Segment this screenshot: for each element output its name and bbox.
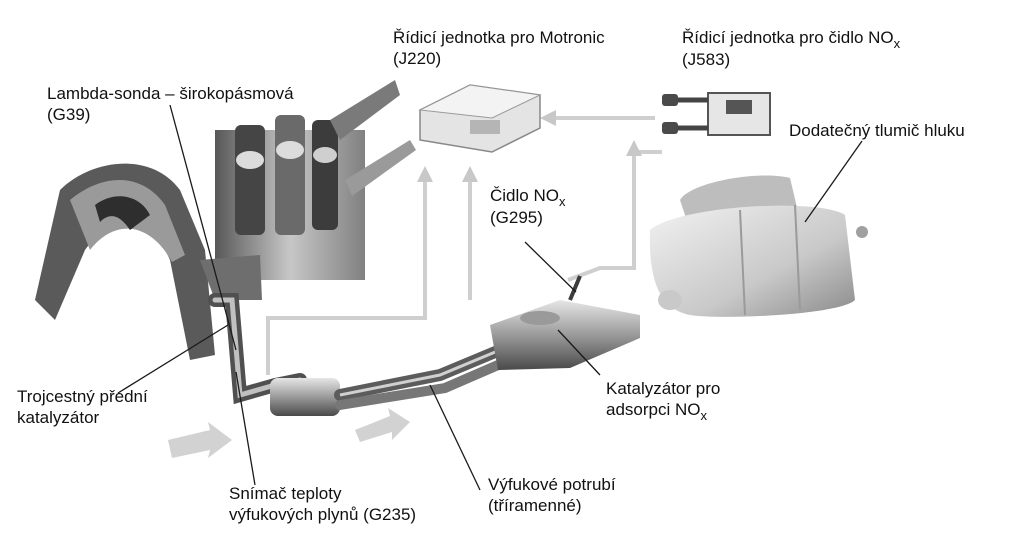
label-front-catalyst: Trojcestný přední katalyzátor bbox=[17, 386, 148, 428]
label-temp-sensor-title: Snímač teploty bbox=[229, 484, 342, 503]
engine-block bbox=[35, 80, 416, 360]
nox-catalyst-shape bbox=[490, 275, 640, 370]
leader-front-cat bbox=[117, 324, 229, 394]
label-nox-sensor-title: Čidlo NOx bbox=[490, 186, 566, 209]
muffler-shape bbox=[649, 175, 868, 317]
label-lambda-sensor-title: Lambda-sonda – širokopásmová bbox=[47, 84, 294, 103]
leader-muffler bbox=[804, 140, 863, 223]
label-nox-catalyst-line2: adsorpci NOx bbox=[606, 400, 707, 423]
label-lambda-sensor: Lambda-sonda – širokopásmová (G39) bbox=[47, 83, 294, 125]
leader-exhaust-pipe bbox=[429, 384, 481, 491]
arrow-g295-to-j583 bbox=[567, 150, 662, 282]
leader-lines bbox=[117, 104, 863, 491]
leader-nox-cat bbox=[557, 329, 601, 376]
ecu-j220-shape bbox=[418, 84, 542, 153]
label-front-catalyst-line2: katalyzátor bbox=[17, 408, 100, 427]
arrow-heads bbox=[417, 110, 642, 182]
label-exhaust-pipe-title: Výfukové potrubí bbox=[488, 475, 616, 494]
label-muffler-title: Dodatečný tlumič hluku bbox=[789, 121, 965, 140]
label-nox-control-unit-code: (J583) bbox=[682, 50, 731, 69]
label-nox-control-unit: Řídicí jednotka pro čidlo NOx (J583) bbox=[682, 27, 900, 70]
label-nox-sensor: Čidlo NOx (G295) bbox=[490, 185, 565, 228]
leader-lambda bbox=[169, 104, 237, 351]
label-temp-sensor-code: výfukových plynů (G235) bbox=[229, 505, 417, 524]
label-front-catalyst-line1: Trojcestný přední bbox=[17, 387, 148, 406]
leader-nox-sensor bbox=[524, 241, 577, 293]
label-motronic-unit: Řídicí jednotka pro Motronic (J220) bbox=[393, 27, 605, 69]
label-muffler: Dodatečný tlumič hluku bbox=[789, 120, 965, 141]
ecu-j583-shape bbox=[662, 92, 771, 136]
label-temp-sensor: Snímač teploty výfukových plynů (G235) bbox=[229, 483, 416, 525]
leader-temp-sensor bbox=[235, 371, 256, 486]
front-catalyst-shape bbox=[270, 378, 340, 416]
label-lambda-sensor-code: (G39) bbox=[47, 105, 91, 124]
label-motronic-unit-title: Řídicí jednotka pro Motronic bbox=[393, 28, 605, 47]
signal-arrows bbox=[266, 116, 662, 375]
label-nox-sensor-code: (G295) bbox=[490, 208, 543, 227]
flow-arrows bbox=[168, 408, 410, 458]
label-exhaust-pipe: Výfukové potrubí (tříramenné) bbox=[488, 474, 616, 516]
label-exhaust-pipe-note: (tříramenné) bbox=[488, 496, 582, 515]
arrow-g235-to-j220 bbox=[266, 178, 427, 375]
label-nox-catalyst: Katalyzátor pro adsorpci NOx bbox=[606, 378, 721, 423]
label-motronic-unit-code: (J220) bbox=[393, 49, 442, 68]
label-nox-catalyst-line1: Katalyzátor pro bbox=[606, 379, 721, 398]
label-nox-control-unit-title: Řídicí jednotka pro čidlo NOx bbox=[682, 28, 901, 51]
